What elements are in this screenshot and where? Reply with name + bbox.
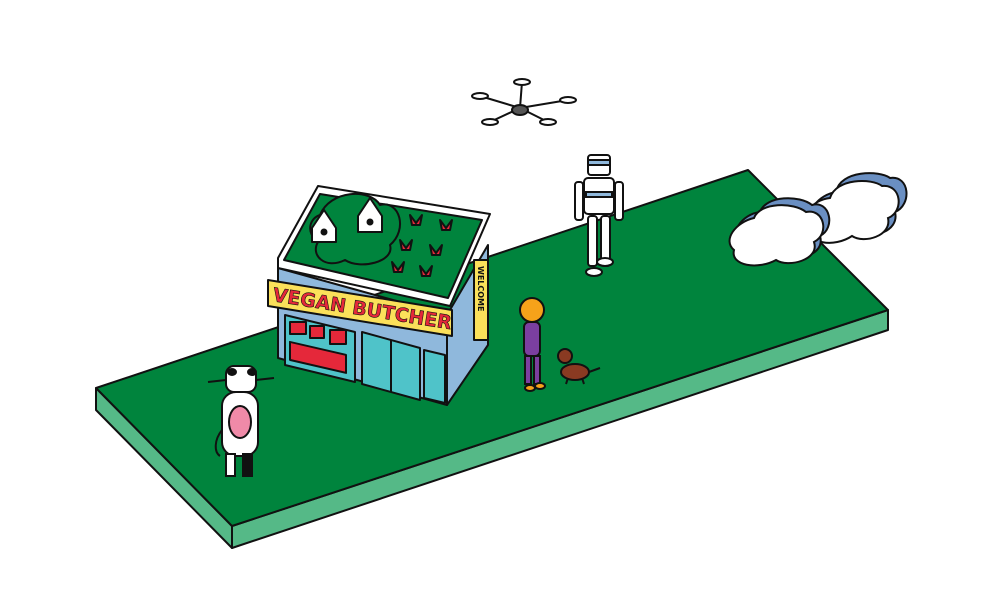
dog-icon xyxy=(557,348,601,385)
person-icon xyxy=(519,297,546,392)
tulip-icon xyxy=(391,214,453,277)
cloud-icon xyxy=(728,172,908,267)
drone-icon xyxy=(471,78,577,126)
welcome-sign-text: WELCOME xyxy=(476,266,485,311)
cow-icon xyxy=(207,365,275,477)
meat-products xyxy=(289,321,347,374)
vegan-butcher-shop: VEGAN BUTCHER WELCOME xyxy=(267,185,491,406)
welcome-sign-board xyxy=(473,259,489,341)
ground-platform xyxy=(95,169,889,549)
shop-sign-board xyxy=(267,279,453,337)
robot-icon xyxy=(574,154,624,277)
ground-top xyxy=(95,169,889,527)
birdhouse-icon xyxy=(311,197,383,243)
shop-window-right xyxy=(423,349,446,404)
